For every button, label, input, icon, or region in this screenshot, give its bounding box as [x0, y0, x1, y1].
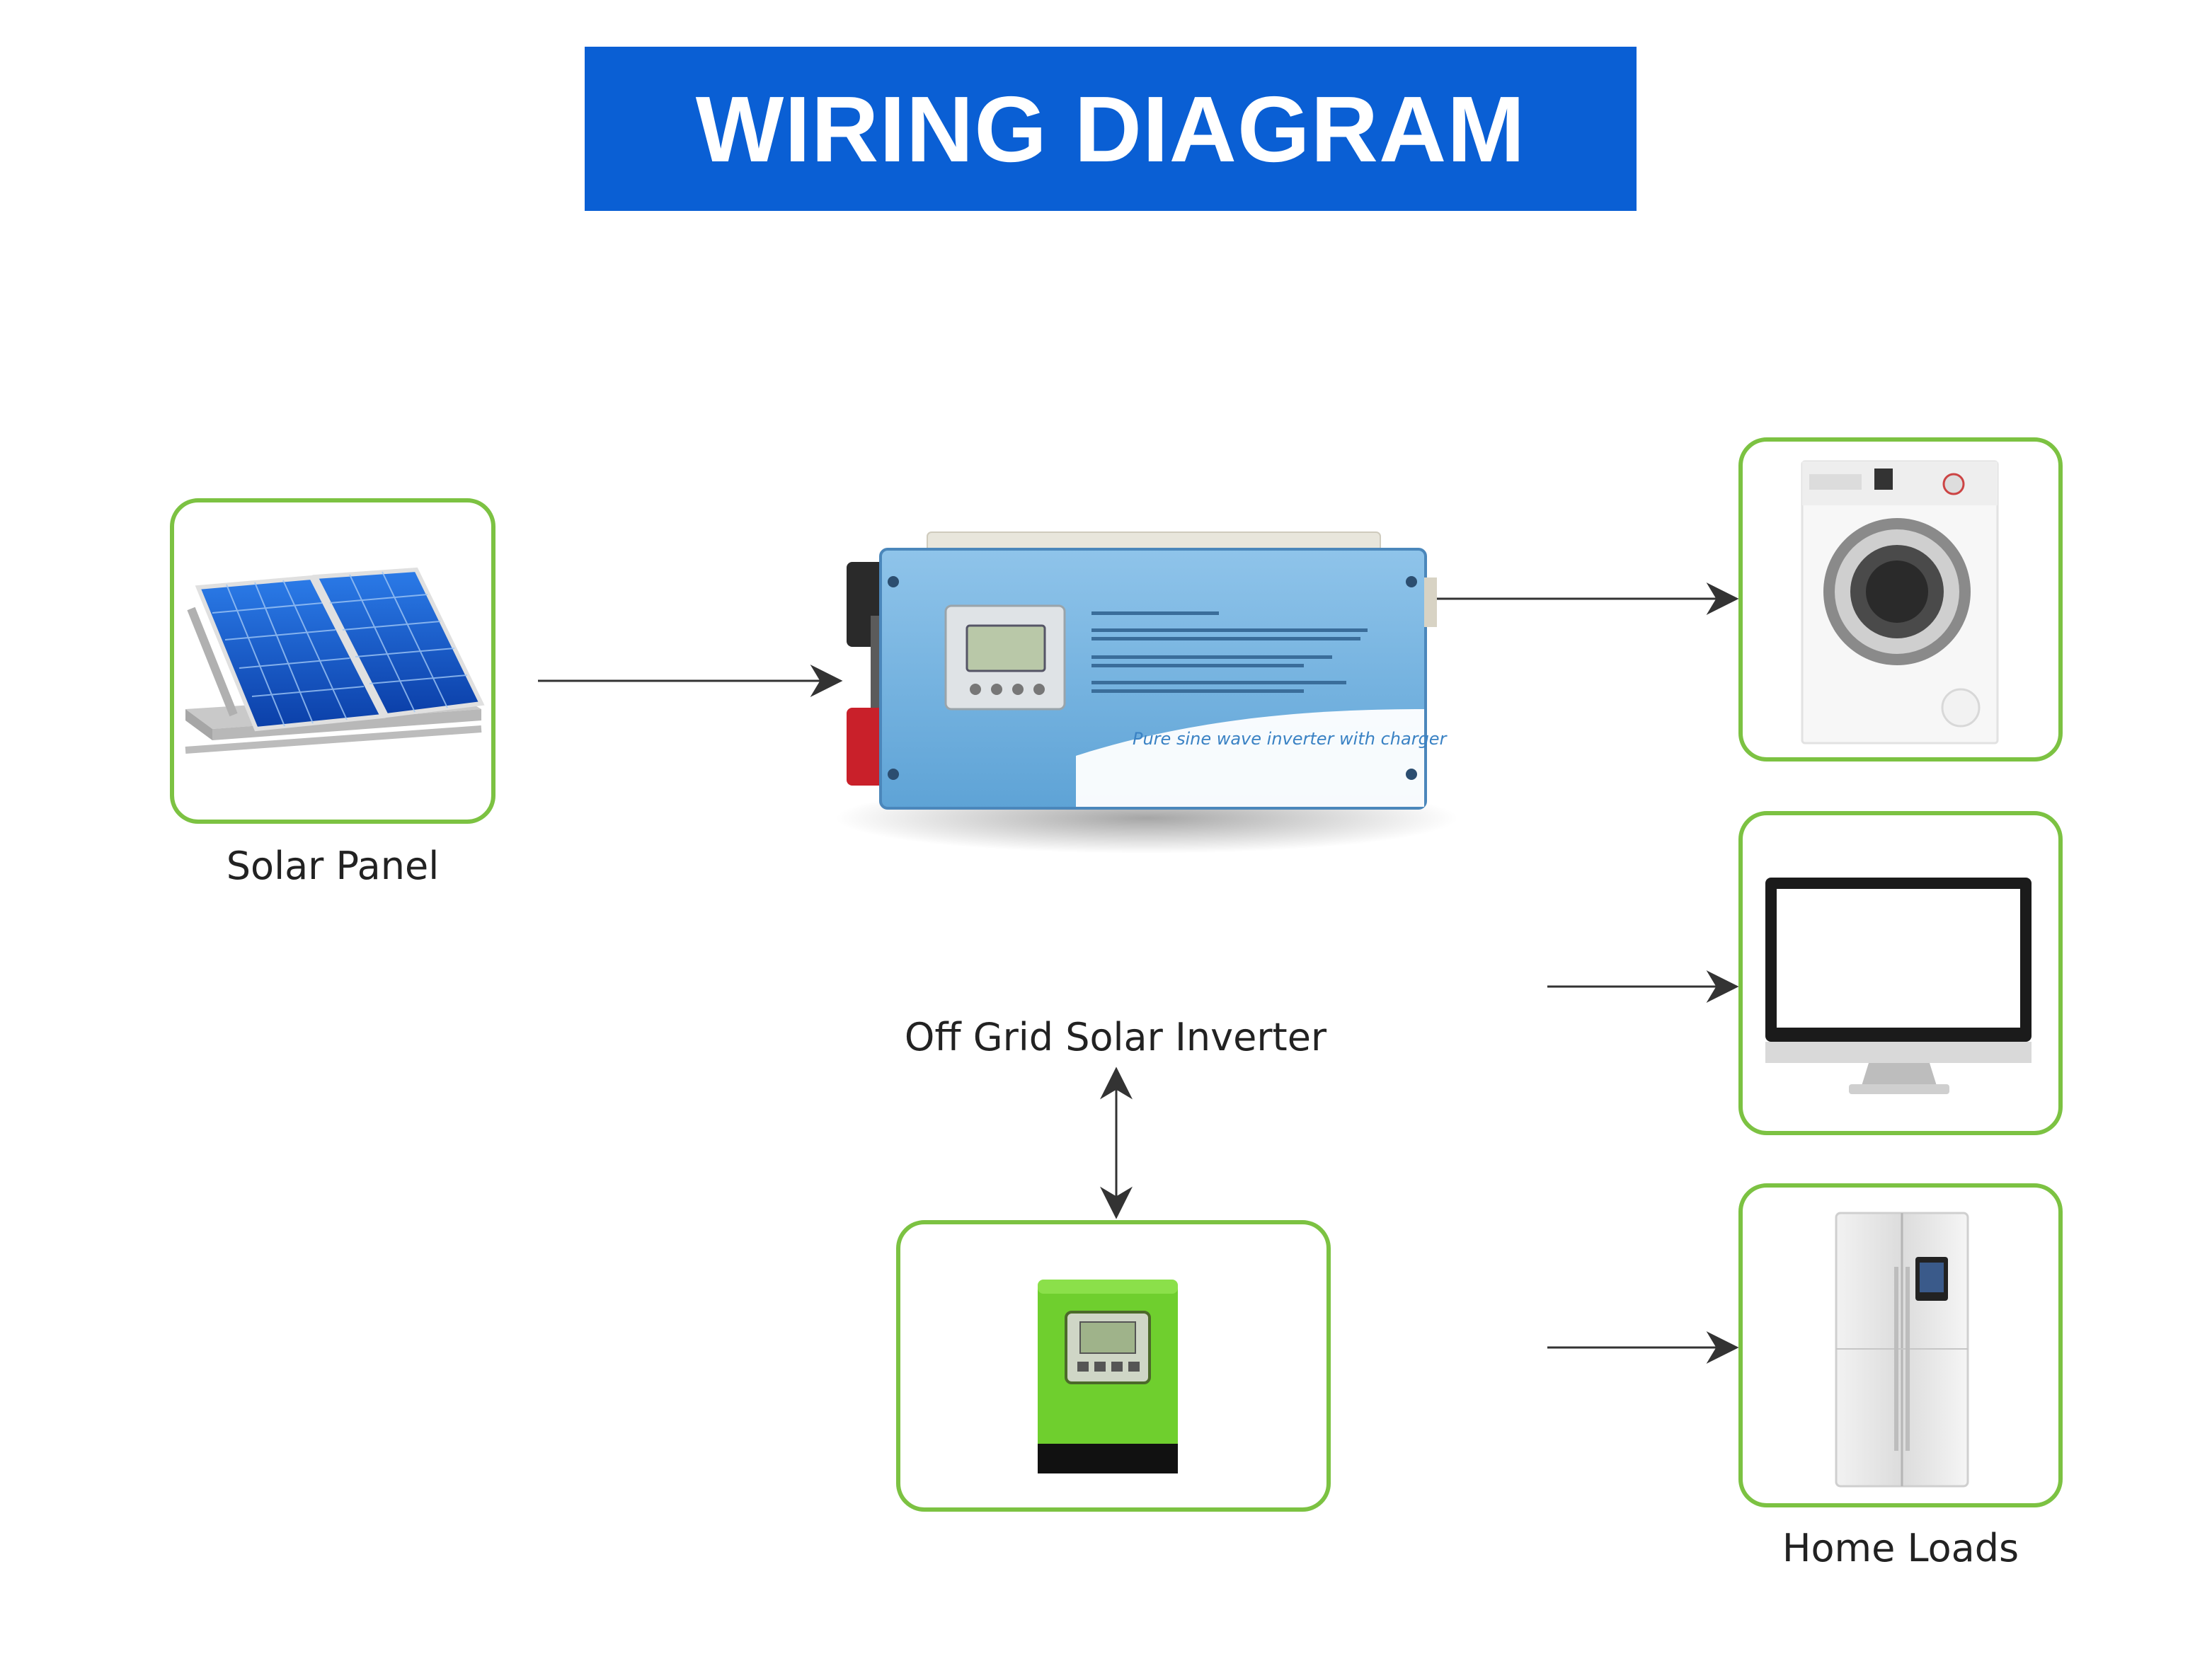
- charge-controller-icon: [1038, 1280, 1178, 1473]
- solar-panel-label: Solar Panel: [226, 844, 440, 888]
- diagram-title: WIRING DIAGRAM: [695, 76, 1526, 181]
- title-banner: WIRING DIAGRAM: [585, 47, 1637, 211]
- home-loads-label: Home Loads: [1782, 1526, 2019, 1570]
- solar-panel-icon: [185, 567, 485, 754]
- refrigerator-icon: [1835, 1212, 1969, 1488]
- inverter-icon: Pure sine wave inverter with charger: [835, 531, 1458, 854]
- washing-machine-icon: [1801, 460, 1999, 745]
- inverter-panel-text: Pure sine wave inverter with charger: [1133, 729, 1448, 749]
- monitor-icon: [1765, 878, 2032, 1094]
- inverter-label: Off Grid Solar Inverter: [904, 1015, 1327, 1059]
